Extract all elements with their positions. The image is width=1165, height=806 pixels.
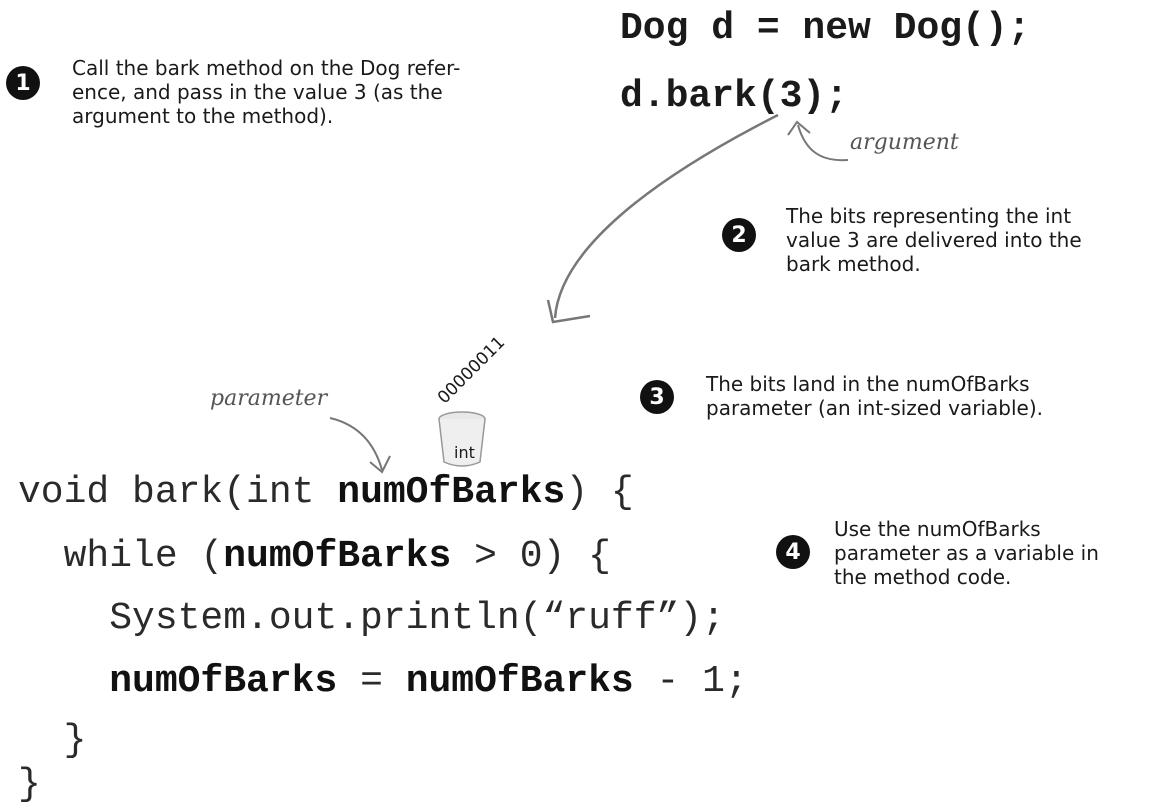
code-close-method: } xyxy=(18,763,41,806)
code-print-line: System.out.println(“ruff”); xyxy=(18,597,725,640)
parameter-pointer-arrow xyxy=(329,417,383,471)
argument-transfer-arrowhead xyxy=(546,299,591,324)
step-3-text: The bits land in the numOfBarks paramete… xyxy=(706,372,1044,420)
step-1-badge: 1 xyxy=(6,66,40,100)
step-3-badge: 3 xyxy=(640,380,674,414)
step-4-text: Use the numOfBarks parameter as a variab… xyxy=(834,517,1099,589)
argument-label: argument xyxy=(850,130,959,155)
int-cup-icon xyxy=(438,411,486,467)
code-line-bark-call: d.bark(3); xyxy=(620,75,849,118)
parameter-label: parameter xyxy=(210,386,328,411)
argument-pointer-arrow xyxy=(797,124,849,162)
step-2-text: The bits representing the int value 3 ar… xyxy=(786,204,1082,276)
code-decrement-line: numOfBarks = numOfBarks - 1; xyxy=(109,660,748,703)
code-line-new-dog: Dog d = new Dog(); xyxy=(620,7,1031,50)
parameter-pointer-arrowhead xyxy=(369,455,391,474)
argument-pointer-arrowhead xyxy=(787,120,811,136)
step-1-text: Call the bark method on the Dog refer- e… xyxy=(72,56,461,128)
code-close-while: } xyxy=(18,719,87,762)
step-4-badge: 4 xyxy=(776,535,810,569)
step-2-badge: 2 xyxy=(722,218,756,252)
code-method-signature: void bark(int numOfBarks) { xyxy=(18,471,634,514)
cup-type-label: int xyxy=(454,443,475,462)
argument-transfer-arrow xyxy=(553,113,779,319)
code-while-line: while (numOfBarks > 0) { xyxy=(18,535,611,578)
